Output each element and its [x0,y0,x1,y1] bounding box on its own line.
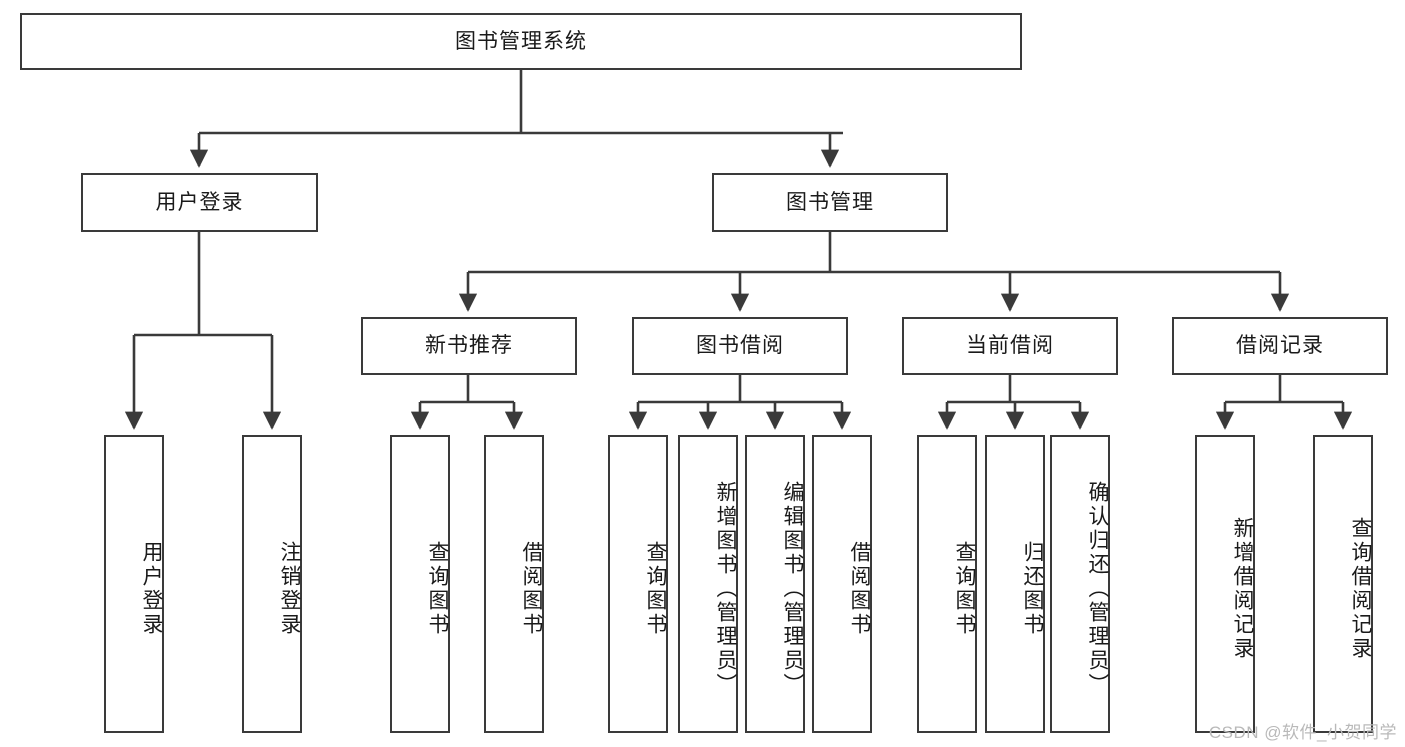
node-leaf-add-book-admin-label: 新增图书（管理员） [714,481,737,697]
node-leaf-borrow-book-label: 借阅图书 [848,541,871,637]
node-leaf-edit-book-admin-label: 编辑图书（管理员） [781,481,804,697]
node-leaf-logout-label: 注销登录 [278,541,301,637]
node-leaf-query-book-recommend-label: 查询图书 [426,541,449,637]
node-leaf-query-book-borrow[interactable]: 查询图书 [608,435,668,733]
node-leaf-query-book-borrow-label: 查询图书 [644,541,667,637]
node-leaf-query-borrow-record-label: 查询借阅记录 [1349,517,1372,661]
node-leaf-return-book[interactable]: 归还图书 [985,435,1045,733]
node-book-borrow-label: 图书借阅 [696,334,784,358]
node-leaf-query-book-current[interactable]: 查询图书 [917,435,977,733]
node-leaf-user-login[interactable]: 用户登录 [104,435,164,733]
node-leaf-borrow-book-recommend-label: 借阅图书 [520,541,543,637]
node-book-borrow[interactable]: 图书借阅 [632,317,848,375]
node-leaf-add-borrow-record[interactable]: 新增借阅记录 [1195,435,1255,733]
node-leaf-return-book-label: 归还图书 [1021,541,1044,637]
node-leaf-user-login-label: 用户登录 [140,541,163,637]
node-leaf-add-book-admin[interactable]: 新增图书（管理员） [678,435,738,733]
node-borrow-record[interactable]: 借阅记录 [1172,317,1388,375]
node-leaf-add-borrow-record-label: 新增借阅记录 [1231,517,1254,661]
node-root[interactable]: 图书管理系统 [20,13,1022,70]
node-new-book-recommend-label: 新书推荐 [425,334,513,358]
node-borrow-record-label: 借阅记录 [1236,334,1324,358]
node-leaf-confirm-return-admin-label: 确认归还（管理员） [1086,481,1109,697]
node-user-login-label: 用户登录 [155,190,244,214]
node-leaf-query-borrow-record[interactable]: 查询借阅记录 [1313,435,1373,733]
node-current-borrow[interactable]: 当前借阅 [902,317,1118,375]
node-leaf-borrow-book[interactable]: 借阅图书 [812,435,872,733]
node-leaf-borrow-book-recommend[interactable]: 借阅图书 [484,435,544,733]
node-root-label: 图书管理系统 [455,29,587,53]
node-leaf-confirm-return-admin[interactable]: 确认归还（管理员） [1050,435,1110,733]
node-current-borrow-label: 当前借阅 [966,334,1054,358]
node-new-book-recommend[interactable]: 新书推荐 [361,317,577,375]
node-leaf-logout[interactable]: 注销登录 [242,435,302,733]
watermark: CSDN @软件_小贺同学 [1208,723,1397,742]
node-user-login[interactable]: 用户登录 [81,173,318,232]
node-leaf-edit-book-admin[interactable]: 编辑图书（管理员） [745,435,805,733]
node-book-manage-label: 图书管理 [786,190,874,214]
node-book-manage[interactable]: 图书管理 [712,173,948,232]
node-leaf-query-book-current-label: 查询图书 [953,541,976,637]
node-leaf-query-book-recommend[interactable]: 查询图书 [390,435,450,733]
